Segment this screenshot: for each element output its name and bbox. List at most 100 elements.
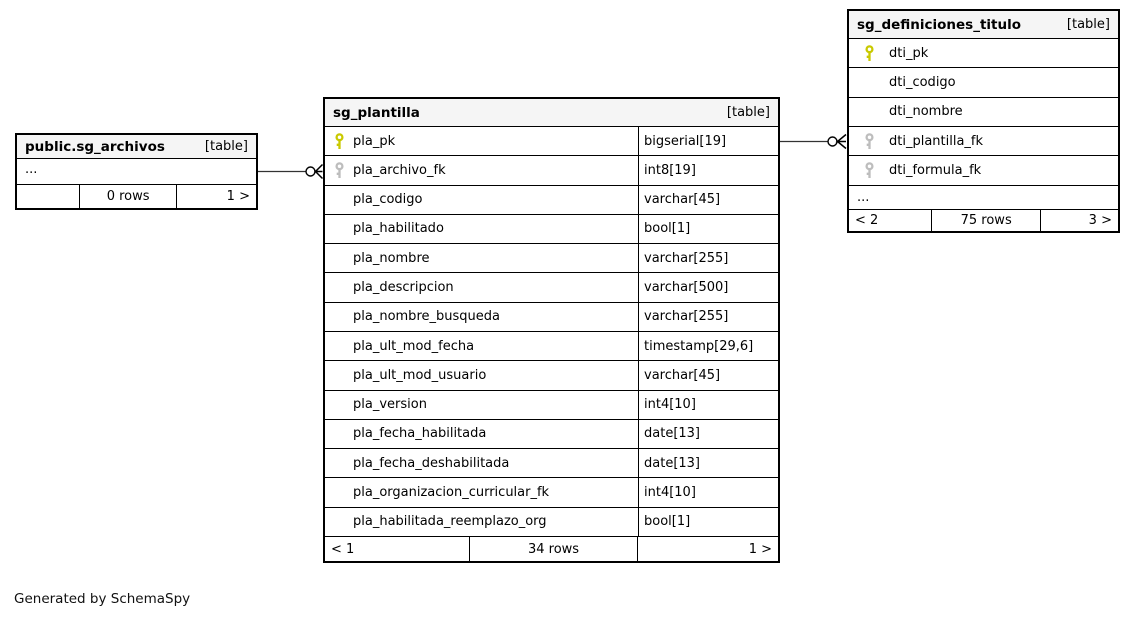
column-list: dti_pk dti_codigo dti_nombre dti_plantilla_… <box>849 39 1118 209</box>
column-row: dti_nombre <box>849 96 1118 126</box>
column-name: pla_habilitado <box>353 221 444 237</box>
column-name: pla_codigo <box>353 192 423 208</box>
key-cell <box>325 478 353 506</box>
column-row: dti_plantilla_fk <box>849 126 1118 155</box>
relationship-connector <box>780 133 847 150</box>
column-row: pla_habilitado bool[1] <box>325 213 778 244</box>
foreign-key-icon <box>334 162 344 178</box>
column-type: int4[10] <box>638 478 778 507</box>
key-cell <box>849 98 889 126</box>
table-title: public.sg_archivos <box>25 138 165 155</box>
key-cell <box>325 332 353 360</box>
pager: 0 rows 1 > <box>17 184 256 208</box>
column-name: pla_organizacion_curricular_fk <box>353 485 550 501</box>
column-row: ... <box>17 159 256 179</box>
pager-prev: < 2 <box>855 213 879 228</box>
column-row: pla_descripcion varchar[500] <box>325 272 778 302</box>
key-cell <box>325 391 353 419</box>
key-cell <box>325 420 353 448</box>
column-list: pla_pk bigserial[19] pla_archivo_fk int8[19… <box>325 127 778 536</box>
key-cell <box>325 449 353 477</box>
column-name: dti_formula_fk <box>889 163 982 179</box>
column-name: dti_nombre <box>889 104 963 120</box>
column-row: pla_ult_mod_usuario varchar[45] <box>325 360 778 390</box>
pager-row-count: 34 rows <box>468 537 639 561</box>
column-list: ... <box>17 159 256 184</box>
column-name: pla_nombre <box>353 250 430 266</box>
table-node-sg-archivos[interactable]: public.sg_archivos [table]... 0 rows 1 > <box>15 133 258 210</box>
primary-key-icon <box>864 44 874 61</box>
column-type: bigserial[19] <box>638 127 778 156</box>
generated-by-note: Generated by SchemaSpy <box>14 591 191 607</box>
key-cell <box>849 156 889 184</box>
column-type: varchar[255] <box>638 302 778 331</box>
column-name: pla_descripcion <box>353 280 454 296</box>
zero-one-circle-marker <box>305 166 316 177</box>
table-title: sg_definiciones_titulo <box>857 16 1022 33</box>
column-name: pla_ult_mod_usuario <box>353 367 487 383</box>
column-type: timestamp[29,6] <box>638 331 778 361</box>
relationship-connector <box>258 163 324 180</box>
key-cell <box>849 127 889 155</box>
column-row: pla_habilitada_reemplazo_org bool[1] <box>325 506 778 536</box>
table-title: sg_plantilla <box>333 104 420 121</box>
pager: < 2 75 rows 3 > <box>849 209 1118 231</box>
key-cell <box>849 39 889 67</box>
column-name: pla_nombre_busqueda <box>353 309 500 325</box>
column-name: pla_ult_mod_fecha <box>353 338 475 354</box>
key-cell <box>325 215 353 243</box>
column-type: varchar[45] <box>638 185 778 214</box>
crow-foot-marker <box>835 133 847 150</box>
pager-row-count: 0 rows <box>79 185 178 208</box>
column-name: dti_plantilla_fk <box>889 133 984 149</box>
column-row: pla_pk bigserial[19] <box>325 127 778 156</box>
key-cell <box>325 303 353 331</box>
column-row: dti_pk <box>849 39 1118 67</box>
primary-key-icon <box>334 132 344 149</box>
pager-prev <box>17 185 79 208</box>
column-type: varchar[255] <box>638 244 778 273</box>
key-cell <box>325 273 353 301</box>
column-row: pla_nombre varchar[255] <box>325 243 778 273</box>
key-cell <box>325 127 353 155</box>
foreign-key-icon <box>864 132 874 149</box>
column-type: int4[10] <box>638 390 778 419</box>
column-name: pla_fecha_habilitada <box>353 426 487 442</box>
key-cell <box>325 156 353 184</box>
table-header: sg_definiciones_titulo[table] <box>849 11 1118 39</box>
column-type: bool[1] <box>638 507 778 536</box>
pager-next: 1 > <box>226 189 250 204</box>
column-row: pla_ult_mod_fecha timestamp[29,6] <box>325 330 778 361</box>
table-type-badge: [table] <box>726 105 770 120</box>
column-name: dti_pk <box>889 45 929 61</box>
key-cell <box>325 244 353 272</box>
column-name: pla_habilitada_reemplazo_org <box>353 514 547 530</box>
column-type: bool[1] <box>638 214 778 244</box>
key-cell <box>325 186 353 214</box>
column-name: pla_archivo_fk <box>353 162 446 178</box>
pager-prev: < 1 <box>331 541 355 557</box>
column-type: date[13] <box>638 449 778 478</box>
column-row: dti_codigo <box>849 67 1118 96</box>
column-name: ... <box>857 189 870 205</box>
column-row: pla_archivo_fk int8[19] <box>325 155 778 185</box>
pager-row-count: 75 rows <box>931 210 1042 231</box>
table-type-badge: [table] <box>204 139 248 154</box>
column-row: pla_organizacion_curricular_fk int4[10] <box>325 477 778 507</box>
key-cell <box>325 508 353 536</box>
column-row: dti_formula_fk <box>849 155 1118 184</box>
column-type: varchar[45] <box>638 361 778 390</box>
key-cell <box>849 68 889 96</box>
pager-next: 3 > <box>1088 213 1112 228</box>
column-type: int8[19] <box>638 156 778 185</box>
table-node-sg-definiciones-titulo[interactable]: sg_definiciones_titulo[table] dti_pk dti_c… <box>847 9 1120 233</box>
column-name: pla_pk <box>353 133 396 149</box>
crow-foot-marker <box>313 163 324 180</box>
column-type: varchar[500] <box>638 273 778 302</box>
